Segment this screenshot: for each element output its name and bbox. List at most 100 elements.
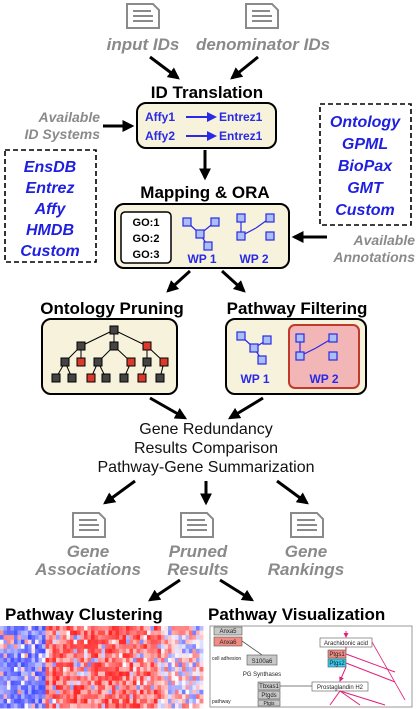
heatmap-cell	[136, 671, 141, 677]
heatmap-cell	[91, 667, 95, 672]
heatmap-cell	[7, 671, 11, 677]
heatmap-cell	[66, 689, 71, 695]
heatmap-cell	[7, 657, 11, 663]
id-systems-label-2: ID Systems	[25, 126, 101, 142]
heatmap-cell	[150, 671, 155, 677]
heatmap-cell	[119, 630, 123, 636]
heatmap-cell	[196, 689, 200, 695]
heatmap-cell	[143, 653, 148, 659]
svg-text:Anxa5: Anxa5	[219, 629, 237, 635]
heatmap-cell	[140, 680, 144, 686]
heatmap-cell	[171, 689, 176, 695]
heatmap-cell	[115, 685, 120, 691]
heatmap-cell	[101, 671, 106, 677]
heatmap-cell	[63, 680, 67, 686]
heatmap-cell	[157, 698, 162, 704]
heatmap-cell	[94, 648, 99, 654]
heatmap-cell	[143, 671, 148, 677]
heatmap-cell	[45, 689, 50, 695]
heatmap-cell	[154, 698, 158, 704]
heatmap-cell	[73, 662, 78, 668]
heatmap-cell	[3, 662, 8, 668]
heatmap-cell	[28, 630, 32, 636]
heatmap-cell	[143, 635, 148, 641]
heatmap-cell	[189, 626, 193, 631]
heatmap-cell	[98, 635, 102, 641]
heatmap-cell	[91, 630, 95, 636]
heatmap-cell	[119, 639, 123, 645]
gene-associations-label-2: Associations	[34, 560, 141, 579]
heatmap-cell	[21, 667, 25, 672]
heatmap-cell	[105, 694, 109, 700]
heatmap-cell	[87, 626, 92, 631]
heatmap-cell	[52, 653, 57, 659]
heatmap-cell	[161, 685, 165, 691]
heatmap-cell	[192, 676, 197, 682]
heatmap-cell	[182, 689, 186, 695]
heatmap-cell	[185, 698, 190, 704]
heatmap-cell	[189, 671, 193, 677]
heatmap-cell	[196, 635, 200, 641]
heatmap-cell	[154, 685, 158, 691]
heatmap-cell	[70, 703, 74, 709]
heatmap-cell	[35, 689, 39, 695]
heatmap-cell	[157, 694, 162, 700]
heatmap-cell	[115, 635, 120, 641]
heatmap-cell	[164, 698, 169, 704]
heatmap-cell	[101, 653, 106, 659]
heatmap-cell	[119, 694, 123, 700]
heatmap-cell	[63, 698, 67, 704]
heatmap-cell	[0, 689, 4, 695]
heatmap-cell	[17, 657, 22, 663]
heatmap-cell	[101, 648, 106, 654]
heatmap-cell	[129, 689, 134, 695]
heatmap-cell	[143, 657, 148, 663]
heatmap-cell	[31, 635, 36, 641]
heatmap-cell	[108, 648, 113, 654]
heatmap-cell	[171, 662, 176, 668]
heatmap-cell	[143, 680, 148, 686]
heatmap-cell	[10, 671, 15, 677]
heatmap-cell	[87, 703, 92, 709]
heatmap-cell	[105, 657, 109, 663]
heatmap-cell	[10, 630, 15, 636]
heatmap-cell	[35, 653, 39, 659]
heatmap-cell	[129, 657, 134, 663]
heatmap-cell	[108, 626, 113, 631]
heatmap-cell	[3, 671, 8, 677]
heatmap-cell	[3, 676, 8, 682]
heatmap-cell	[136, 703, 141, 709]
heatmap-cell	[192, 639, 197, 645]
heatmap-cell	[35, 685, 39, 691]
heatmap-cell	[17, 635, 22, 641]
wp2-mini-pathway	[236, 213, 275, 241]
heatmap-cell	[87, 639, 92, 645]
gene-rankings-doc-icon	[290, 512, 324, 538]
heatmap-cell	[115, 653, 120, 659]
translation-from-1: Affy1	[145, 110, 175, 124]
heatmap-cell	[185, 694, 190, 700]
heatmap-cell	[122, 657, 127, 663]
heatmap-cell	[147, 667, 151, 672]
heatmap-cell	[77, 671, 81, 677]
heatmap-cell	[7, 680, 11, 686]
heatmap-cell	[42, 676, 46, 682]
heatmap-cell	[171, 671, 176, 677]
heatmap-cell	[42, 639, 46, 645]
heatmap-cell	[21, 662, 25, 668]
heatmap-cell	[196, 667, 200, 672]
heatmap-cell	[161, 635, 165, 641]
heatmap-cell	[59, 680, 64, 686]
heatmap-cell	[98, 630, 102, 636]
svg-text:Anxa6: Anxa6	[219, 640, 237, 646]
heatmap-cell	[185, 662, 190, 668]
heatmap-cell	[56, 644, 60, 650]
heatmap-cell	[140, 685, 144, 691]
heatmap-cell	[101, 667, 106, 672]
heatmap-cell	[105, 648, 109, 654]
heatmap-cell	[14, 685, 18, 691]
heatmap-cell	[31, 657, 36, 663]
heatmap-cell	[70, 689, 74, 695]
heatmap-cell	[108, 698, 113, 704]
pruned-results-doc-icon	[180, 512, 214, 538]
